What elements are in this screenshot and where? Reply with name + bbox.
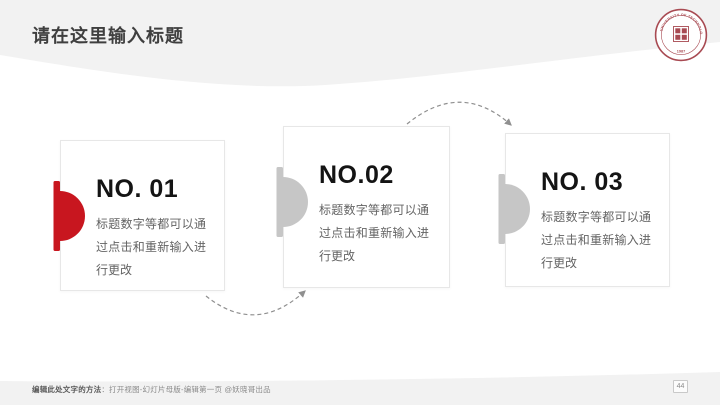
card-body-text: 标题数字等都可以通过点击和重新输入进行更改 xyxy=(96,217,206,277)
step-card-3[interactable]: NO. 03 标题数字等都可以通过点击和重新输入进行更改 xyxy=(498,133,670,287)
seal-emblem xyxy=(673,26,689,42)
step-card-1[interactable]: NO. 01 标题数字等都可以通过点击和重新输入进行更改 xyxy=(53,140,225,291)
card-number: NO. 01 xyxy=(96,175,179,203)
seal-year: 1987 xyxy=(677,50,685,54)
card-body-text: 标题数字等都可以通过点击和重新输入进行更改 xyxy=(319,203,429,263)
semicircle-accent-gray xyxy=(498,174,530,244)
card-number: NO.02 xyxy=(319,161,394,189)
footer-method-text: ：打开视图-幻灯片母版-编辑第一页 @妖晓哥出品 xyxy=(101,385,271,394)
footer-method-label: 编辑此处文字的方法 xyxy=(32,385,102,394)
semicircle-accent-gray xyxy=(276,167,308,237)
slide-title[interactable]: 请在这里输入标题 xyxy=(32,26,184,46)
top-curve-band xyxy=(0,0,720,87)
seal-inner-ring xyxy=(661,15,701,55)
semicircle-accent-red xyxy=(53,181,85,251)
university-seal-logo: UNIVERSITY OF TECHNOLOGY 1987 xyxy=(654,8,708,62)
card-body-text: 标题数字等都可以通过点击和重新输入进行更改 xyxy=(541,210,651,270)
bottom-curve-band xyxy=(0,372,720,405)
step-card-2[interactable]: NO.02 标题数字等都可以通过点击和重新输入进行更改 xyxy=(276,126,450,288)
footer-credit: 编辑此处文字的方法：打开视图-幻灯片母版-编辑第一页 @妖晓哥出品 xyxy=(32,384,271,395)
page-number-badge: 44 xyxy=(673,380,688,393)
card-number: NO. 03 xyxy=(541,168,624,196)
seal-outer-ring xyxy=(654,8,708,62)
